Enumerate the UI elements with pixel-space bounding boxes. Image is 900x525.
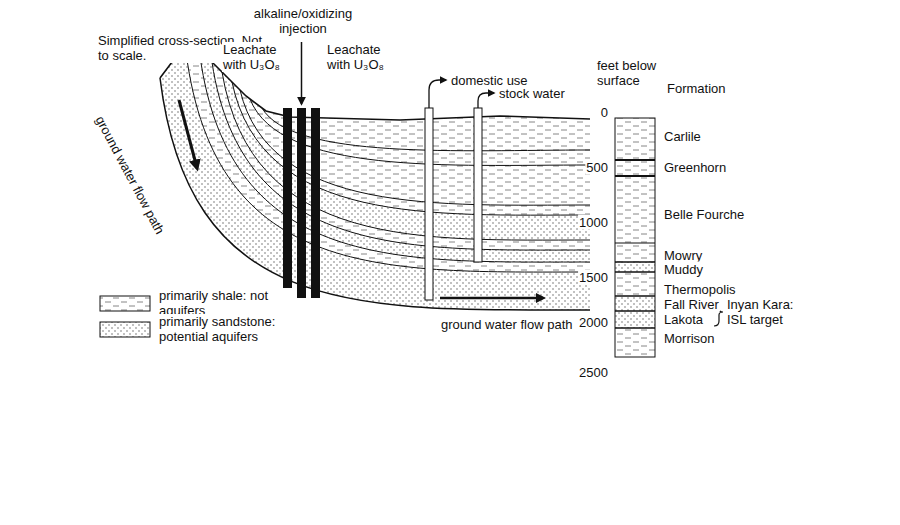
depth-number: 2000 <box>578 315 609 330</box>
formation-name: Morrison <box>663 331 716 346</box>
formation-name: Fall River <box>663 297 720 312</box>
depth-number: 500 <box>585 160 609 175</box>
legend-swatches <box>100 296 150 337</box>
well-label: alkaline/oxidizing injection <box>237 6 369 36</box>
water-wells <box>425 80 494 300</box>
flow-arrows <box>179 100 543 298</box>
well-use-label: stock water <box>498 86 566 101</box>
depth-number: 1500 <box>578 270 609 285</box>
bed-boundary <box>222 72 590 240</box>
stratigraphic-column <box>615 118 723 357</box>
isl-wells <box>283 42 320 298</box>
bed-boundary <box>240 90 590 205</box>
bed-boundary <box>186 52 590 272</box>
shale-section <box>160 50 590 310</box>
formation-name: Belle Fourche <box>663 207 745 222</box>
formation-group: Inyan Kara: ISL target <box>726 297 808 327</box>
flow-label: ground water flow path <box>440 317 574 332</box>
sandstone-band <box>222 72 590 240</box>
well-label: Leachate with U₃O₈ <box>326 42 390 72</box>
rock-layers <box>160 50 590 310</box>
formation-name: Muddy <box>663 262 704 277</box>
well-label: Leachate with U₃O₈ <box>222 42 286 72</box>
legend-text: primarily sandstone: potential aquifers <box>158 314 295 344</box>
column-title: Formation <box>666 81 727 96</box>
depth-number: 1000 <box>578 215 609 230</box>
bed-boundary <box>160 78 590 310</box>
bed-boundary <box>200 56 590 262</box>
depth-number: 0 <box>600 105 609 120</box>
axis-title: feet below surface <box>596 58 660 88</box>
formation-name: Mowry <box>663 248 703 263</box>
depth-number: 2500 <box>578 365 609 380</box>
flow-label: ground water flow path <box>92 113 168 238</box>
formation-name: Lakota <box>663 312 704 327</box>
bed-boundary <box>212 62 590 250</box>
formation-name: Thermopolis <box>663 282 737 297</box>
formation-name: Greenhorn <box>663 160 727 175</box>
formation-name: Carlile <box>663 129 702 144</box>
sandstone-band <box>160 50 590 310</box>
